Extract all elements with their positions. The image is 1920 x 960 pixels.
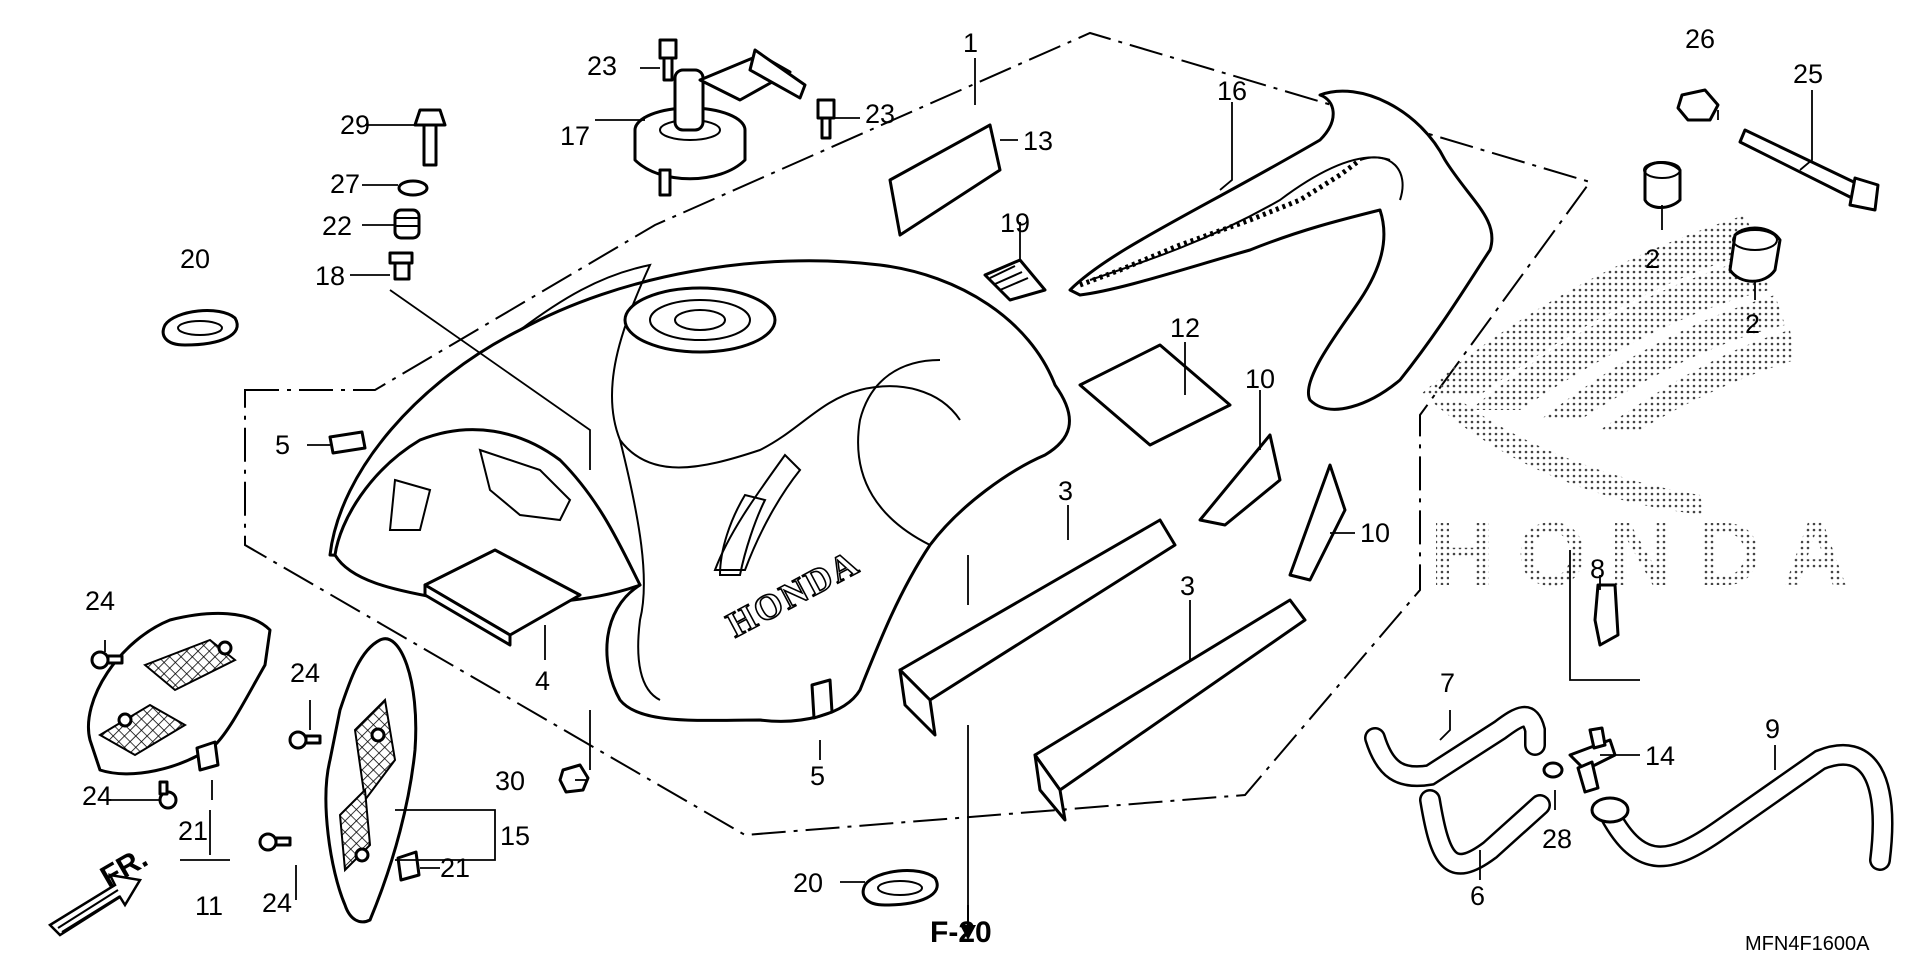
side-cover-11[interactable] [87, 612, 272, 776]
pad-3-upper[interactable] [898, 518, 1177, 737]
screw-24-b[interactable] [158, 780, 178, 810]
front-direction-arrow: FR. [47, 841, 153, 937]
callout-23-top: 23 [587, 51, 617, 81]
callout-24-b: 24 [82, 781, 112, 811]
bolt-29[interactable] [413, 108, 447, 167]
rubber-21-right[interactable] [396, 850, 421, 882]
callout-28: 28 [1542, 824, 1572, 854]
callout-26: 26 [1685, 24, 1715, 54]
joint-14[interactable] [1568, 726, 1617, 794]
callout-21-right: 21 [440, 853, 470, 883]
pad-3-lower[interactable] [1033, 598, 1307, 822]
honda-wing-logo-watermark: HONDA [1420, 215, 1870, 605]
callout-25: 25 [1793, 59, 1823, 89]
clip-28[interactable] [1542, 761, 1564, 779]
tube-6[interactable] [1419, 789, 1551, 875]
callout-6: 6 [1470, 881, 1485, 911]
callout-12: 12 [1170, 313, 1200, 343]
callout-13: 13 [1023, 126, 1053, 156]
fuel-cap[interactable] [633, 48, 807, 197]
callout-10-right: 10 [1360, 518, 1390, 548]
clip-8[interactable] [1593, 583, 1620, 647]
screw-24-d[interactable] [258, 832, 292, 852]
diagram-code: MFN4F1600A [1745, 933, 1870, 955]
strip-10-right[interactable] [1288, 463, 1347, 582]
strip-10-upper[interactable] [1198, 433, 1282, 527]
callout-22: 22 [322, 211, 352, 241]
honda-watermark-text: HONDA [1430, 505, 1870, 605]
callout-23-right: 23 [865, 99, 895, 129]
callout-30: 30 [495, 766, 525, 796]
screw-24-c[interactable] [288, 730, 322, 750]
callout-16: 16 [1217, 76, 1247, 106]
callout-11: 11 [195, 891, 223, 921]
callout-8: 8 [1590, 554, 1605, 584]
callout-27: 27 [330, 169, 360, 199]
tube-7[interactable] [1364, 705, 1546, 788]
fuel-tank[interactable]: HONDA [328, 259, 1071, 723]
callout-21-left: 21 [178, 816, 208, 846]
screw-23-right[interactable] [816, 98, 836, 140]
reference-label: F-20 [930, 916, 992, 949]
collar-18[interactable] [388, 251, 414, 281]
callout-24-c: 24 [290, 658, 320, 688]
callout-20-upper: 20 [180, 244, 210, 274]
tank-shroud[interactable] [1068, 89, 1494, 411]
callout-3-upper: 3 [1058, 476, 1073, 506]
collar-2-upper[interactable] [1643, 161, 1682, 209]
collar-2-lower[interactable] [1728, 226, 1782, 283]
reference-arrow-head [960, 925, 976, 940]
grommet-20-lower[interactable] [861, 869, 939, 907]
callout-18: 18 [315, 261, 345, 291]
callout-2-lower: 2 [1745, 309, 1760, 339]
callout-19: 19 [1000, 208, 1030, 238]
callout-14: 14 [1645, 741, 1675, 771]
rubber-21-left[interactable] [195, 740, 220, 772]
nut-30[interactable] [558, 763, 590, 794]
callout-24-a: 24 [85, 586, 115, 616]
callout-9: 9 [1765, 714, 1780, 744]
callout-2-upper: 2 [1645, 244, 1660, 274]
assembly-boundary [244, 31, 1592, 837]
callout-labels: 1 2 2 3 3 4 5 5 6 7 8 9 10 10 11 12 13 1… [82, 24, 1823, 921]
rubber-5-bottom[interactable] [810, 678, 834, 720]
washer-27[interactable] [397, 179, 429, 197]
screw-23-top[interactable] [658, 38, 678, 82]
callout-24-d: 24 [262, 888, 292, 918]
bolt-25[interactable] [1738, 128, 1880, 212]
nut-26[interactable] [1676, 88, 1720, 122]
grommet-20-upper[interactable] [161, 309, 239, 347]
callout-1: 1 [963, 28, 978, 58]
screw-24-a[interactable] [90, 650, 124, 670]
callout-5-left: 5 [275, 430, 290, 460]
callout-15: 15 [500, 821, 530, 851]
rubber-5-left[interactable] [328, 430, 367, 455]
leader-lines [100, 58, 1813, 935]
callout-5-bottom: 5 [810, 761, 825, 791]
front-direction-label: FR. [95, 841, 153, 894]
pad-4-edge [423, 583, 512, 647]
tube-9[interactable] [1590, 744, 1894, 871]
callout-17: 17 [560, 121, 590, 151]
bracket-frame [1569, 550, 1640, 681]
grommet-22[interactable] [393, 208, 421, 240]
callout-29: 29 [340, 110, 370, 140]
side-cover-15[interactable] [324, 637, 418, 924]
callout-7: 7 [1440, 668, 1455, 698]
sheet-13[interactable] [888, 123, 1002, 237]
callout-4: 4 [535, 666, 550, 696]
sheet-12[interactable] [1078, 343, 1232, 447]
callout-10-upper: 10 [1245, 364, 1275, 394]
callout-20-lower: 20 [793, 868, 823, 898]
callout-3-lower: 3 [1180, 571, 1195, 601]
